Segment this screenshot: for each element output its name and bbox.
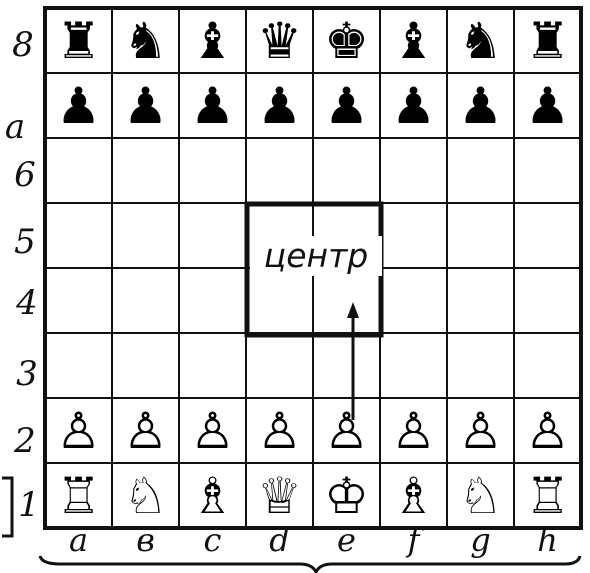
rank-label-1: 1	[14, 488, 44, 522]
rank-label-2: 2	[10, 424, 40, 458]
rank-label-7: a	[0, 110, 30, 144]
black-king-icon-e8[interactable]: ♚	[313, 8, 380, 74]
white-pawn-icon-h2[interactable]: ♙	[514, 398, 581, 464]
white-knight-icon-b1[interactable]: ♘	[112, 463, 179, 529]
rank-label-8: 8	[8, 28, 38, 62]
black-bishop-icon-c8[interactable]: ♝	[179, 8, 246, 74]
black-pawn-icon-a7[interactable]: ♟	[45, 73, 112, 139]
black-rook-icon-a8[interactable]: ♜	[45, 8, 112, 74]
black-knight-icon-b8[interactable]: ♞	[112, 8, 179, 74]
black-bishop-icon-f8[interactable]: ♝	[380, 8, 447, 74]
white-rook-icon-h1[interactable]: ♖	[514, 463, 581, 529]
black-pawn-icon-e7[interactable]: ♟	[313, 73, 380, 139]
black-pawn-icon-d7[interactable]: ♟	[246, 73, 313, 139]
white-king-icon-e1[interactable]: ♔	[313, 463, 380, 529]
white-queen-icon-d1[interactable]: ♕	[246, 463, 313, 529]
bottom-brace	[40, 556, 580, 572]
rank-label-3: 3	[12, 357, 42, 391]
white-bishop-icon-f1[interactable]: ♗	[380, 463, 447, 529]
left-bracket-mark	[2, 478, 12, 536]
rank-label-5: 5	[10, 225, 40, 259]
white-pawn-icon-b2[interactable]: ♙	[112, 398, 179, 464]
white-pawn-icon-e2[interactable]: ♙	[313, 398, 380, 464]
black-pawn-icon-g7[interactable]: ♟	[447, 73, 514, 139]
black-pawn-icon-f7[interactable]: ♟	[380, 73, 447, 139]
rank-label-6: 6	[10, 158, 40, 192]
black-knight-icon-g8[interactable]: ♞	[447, 8, 514, 74]
rank-label-4: 4	[12, 286, 42, 320]
white-knight-icon-g1[interactable]: ♘	[447, 463, 514, 529]
black-pawn-icon-b7[interactable]: ♟	[112, 73, 179, 139]
black-pawn-icon-h7[interactable]: ♟	[514, 73, 581, 139]
white-pawn-icon-d2[interactable]: ♙	[246, 398, 313, 464]
center-label: центр	[250, 236, 382, 276]
white-bishop-icon-c1[interactable]: ♗	[179, 463, 246, 529]
white-pawn-icon-a2[interactable]: ♙	[45, 398, 112, 464]
white-pawn-icon-f2[interactable]: ♙	[380, 398, 447, 464]
white-pawn-icon-g2[interactable]: ♙	[447, 398, 514, 464]
white-pawn-icon-c2[interactable]: ♙	[179, 398, 246, 464]
black-rook-icon-h8[interactable]: ♜	[514, 8, 581, 74]
black-queen-icon-d8[interactable]: ♛	[246, 8, 313, 74]
black-pawn-icon-c7[interactable]: ♟	[179, 73, 246, 139]
white-rook-icon-a1[interactable]: ♖	[45, 463, 112, 529]
arrow-head	[347, 302, 359, 318]
